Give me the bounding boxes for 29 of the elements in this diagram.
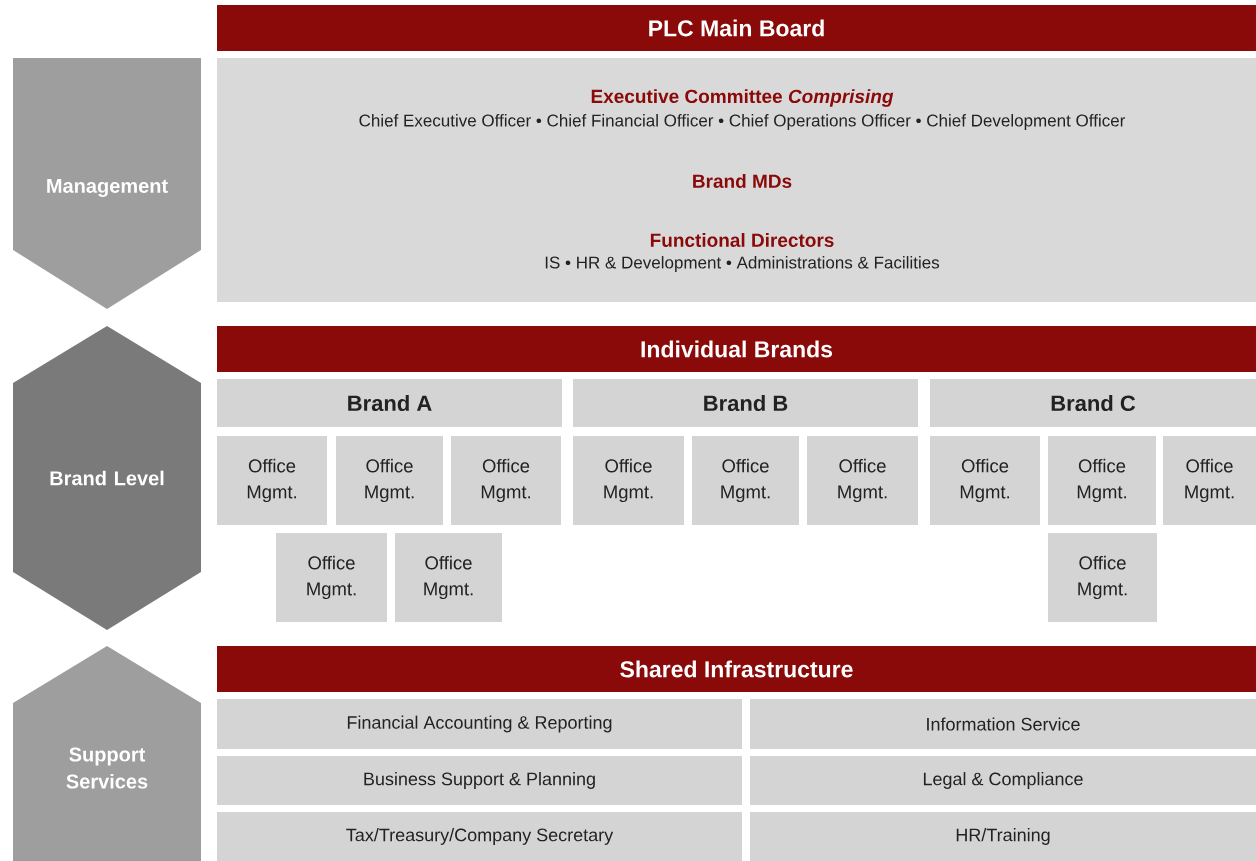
office-box: Office Mgmt. <box>336 436 443 525</box>
office-box: Office Mgmt. <box>1163 436 1256 525</box>
service-box: Information Service <box>750 699 1256 749</box>
service-box: Tax/Treasury/Company Secretary <box>217 812 742 861</box>
office-box: Office Mgmt. <box>930 436 1040 525</box>
office-box: Office Mgmt. <box>573 436 684 525</box>
header-bar: PLC Main Board <box>217 5 1256 51</box>
service-box: Legal & Compliance <box>750 756 1256 805</box>
brand-header: Brand C <box>930 379 1256 427</box>
header-bar: Shared Infrastructure <box>217 646 1256 692</box>
office-box: Office Mgmt. <box>1048 436 1156 525</box>
list-text: Chief Executive Officer • Chief Financial Officer • Chief Operations Officer • Chief Development Officer <box>359 114 1126 130</box>
brand-header: Brand B <box>573 379 918 427</box>
section-heading: Executive Committee Comprising <box>591 89 894 107</box>
office-box: Office Mgmt. <box>217 436 327 525</box>
list-text: IS • HR & Development • Administrations & Facilities <box>545 256 940 272</box>
office-box: Office Mgmt. <box>451 436 561 525</box>
office-box: Office Mgmt. <box>1048 533 1157 622</box>
brand-header: Brand A <box>217 379 562 427</box>
service-box: HR/Training <box>750 812 1256 861</box>
service-box: Business Support & Planning <box>217 756 742 805</box>
header-bar: Individual Brands <box>217 326 1256 372</box>
office-box: Office Mgmt. <box>276 533 387 622</box>
office-box: Office Mgmt. <box>692 436 799 525</box>
office-box: Office Mgmt. <box>395 533 502 622</box>
section-heading: Brand MDs <box>693 174 792 188</box>
office-box: Office Mgmt. <box>807 436 918 525</box>
service-box: Financial Accounting & Reporting <box>217 699 742 749</box>
section-heading: Functional Directors <box>650 233 834 247</box>
